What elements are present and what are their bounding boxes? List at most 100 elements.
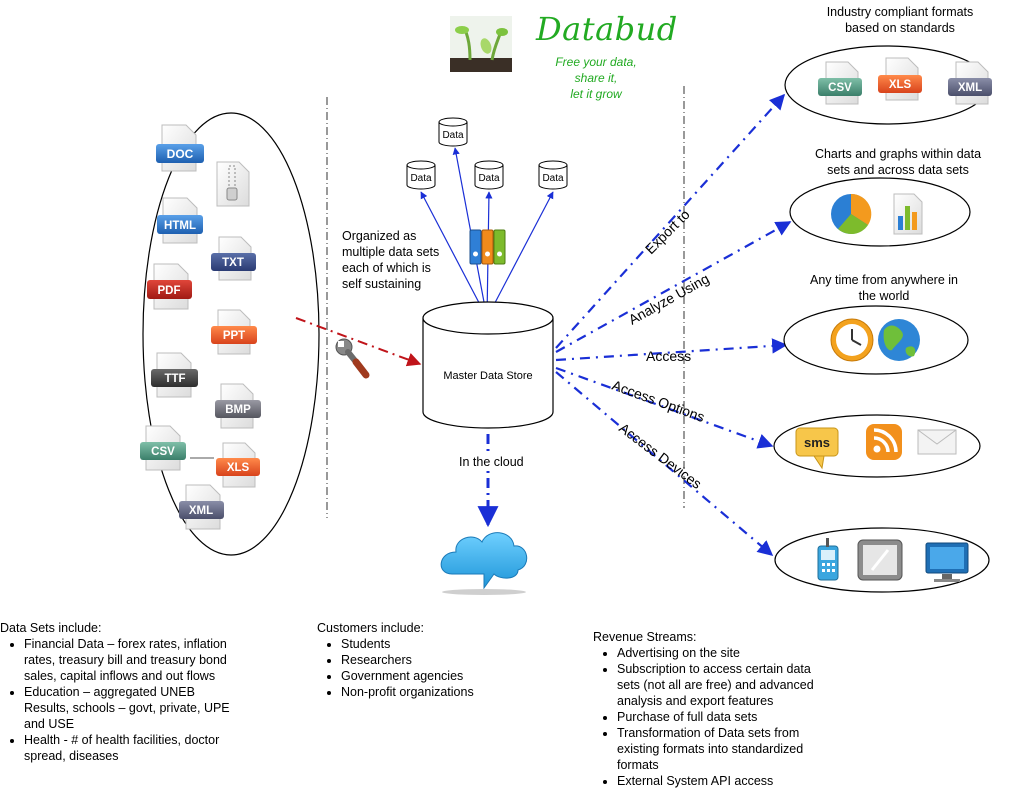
master-data-store: Master Data Store (422, 301, 554, 429)
cloud-label: In the cloud (459, 454, 524, 470)
datasets-item: Financial Data – forex rates, inflation … (24, 636, 230, 684)
sms-label: sms (804, 435, 830, 450)
revenue-list: Revenue Streams: Advertising on the site… (593, 629, 823, 789)
output-xml-icon: XML (948, 61, 992, 105)
access-caption-line-1: Any time from anywhere in (810, 273, 958, 287)
charts-caption-line-1: Charts and graphs within data (814, 147, 982, 161)
data-store-2: Data (474, 160, 504, 190)
customers-item: Non-profit organizations (341, 684, 557, 700)
format-label-xml: XML (189, 505, 213, 517)
source-format-icons: DOC HTML TXT PDF PPT (140, 124, 261, 530)
brand-tagline: Free your data, share it, let it grow (540, 54, 652, 102)
data-store-label: Data (478, 173, 500, 184)
ttf-file-icon: TTF (151, 352, 198, 398)
access-caption: Any time from anywhere in the world (768, 272, 1000, 304)
format-label-pdf: PDF (158, 285, 181, 297)
format-label-txt: TXT (222, 257, 244, 269)
export-arrow (555, 93, 786, 349)
data-store-label: Data (542, 173, 564, 184)
analyze-arrow (555, 221, 792, 353)
dataset-arrows (420, 147, 554, 319)
tagline-line-1: Free your data, (555, 55, 637, 69)
ppt-file-icon: PPT (211, 309, 257, 355)
html-file-icon: HTML (157, 197, 203, 244)
sms-icon: sms (795, 427, 839, 470)
xls-file-icon: XLS (216, 442, 260, 488)
output-csv-icon: CSV (818, 61, 862, 105)
charts-caption-line-2: sets and across data sets (827, 163, 969, 177)
organized-line-3: each of which is (342, 261, 431, 275)
customers-item: Researchers (341, 652, 557, 668)
datasets-title: Data Sets include: (0, 621, 102, 635)
bmp-file-icon: BMP (215, 383, 261, 429)
formats-caption-line-1: Industry compliant formats (826, 5, 974, 19)
output-format-csv: CSV (828, 82, 852, 94)
formats-caption: Industry compliant formats based on stan… (780, 4, 1018, 36)
output-xls-icon: XLS (878, 57, 922, 101)
format-label-xls: XLS (227, 462, 250, 474)
bar-chart-icon (893, 193, 923, 235)
rss-icon (866, 424, 902, 460)
desktop-monitor-icon (925, 542, 969, 582)
customers-title: Customers include: (317, 621, 424, 635)
sprout-logo-icon (450, 16, 512, 72)
tagline-line-3: let it grow (570, 87, 622, 101)
revenue-item: Purchase of full data sets (617, 709, 823, 725)
pie-chart-icon (831, 193, 872, 235)
format-label-csv: CSV (151, 446, 175, 458)
revenue-item: Subscription to access certain data sets… (617, 661, 823, 709)
master-data-store-label: Master Data Store (443, 370, 532, 382)
datasets-item: Health - # of health facilities, doctor … (24, 732, 230, 764)
xml-file-icon: XML (179, 484, 224, 530)
globe-icon (878, 319, 920, 361)
customers-item: Students (341, 636, 557, 652)
doc-file-icon: DOC (156, 124, 204, 172)
clock-icon (830, 318, 874, 362)
mobile-phone-icon (817, 538, 839, 581)
txt-file-icon: TXT (211, 236, 256, 281)
analyze-label: Analyze Using (626, 270, 712, 327)
format-label-bmp: BMP (225, 404, 251, 416)
data-store-3: Data (538, 160, 568, 190)
organized-line-1: Organized as (342, 229, 417, 243)
datasets-list: Data Sets include: Financial Data – fore… (0, 620, 230, 764)
binders-icon (469, 229, 506, 265)
formats-caption-line-2: based on standards (845, 21, 955, 35)
revenue-item: Transformation of Data sets from existin… (617, 725, 823, 773)
organized-line-2: multiple data sets (342, 245, 440, 259)
customers-item: Government agencies (341, 668, 557, 684)
format-label-html: HTML (164, 220, 196, 232)
charts-caption: Charts and graphs within data sets and a… (780, 146, 1016, 178)
csv-file-icon: CSV (140, 425, 186, 471)
output-format-xls: XLS (889, 79, 912, 91)
format-label-ppt: PPT (223, 330, 245, 342)
revenue-item: Advertising on the site (617, 645, 823, 661)
export-label: Export to (642, 206, 693, 257)
transform-arrow (295, 317, 422, 367)
datasets-item: Education – aggregated UNEB Results, sch… (24, 684, 230, 732)
zip-file-icon (216, 161, 250, 207)
data-store-label: Data (410, 173, 432, 184)
brand-name: Databud (536, 10, 678, 48)
organized-line-4: self sustaining (342, 277, 422, 291)
revenue-item: External System API access (617, 773, 823, 789)
cloud-icon (440, 532, 528, 595)
access-caption-line-2: the world (858, 289, 910, 303)
data-store-top: Data (438, 117, 468, 147)
tablet-icon (857, 539, 903, 581)
pdf-file-icon: PDF (147, 263, 192, 310)
organized-description: Organized as multiple data sets each of … (342, 228, 439, 292)
output-format-xml: XML (958, 82, 982, 94)
access-options-label: Access Options (610, 377, 707, 425)
access-label: Access (646, 348, 691, 364)
charts-ellipse (789, 177, 971, 247)
data-store-label: Data (442, 130, 464, 141)
mail-icon (917, 429, 957, 455)
output-arrows (555, 93, 792, 556)
small-data-stores: Data Data Data Data (406, 117, 568, 190)
revenue-title: Revenue Streams: (593, 630, 697, 644)
format-label-doc: DOC (167, 147, 194, 161)
access-ellipse (783, 305, 969, 375)
data-store-1: Data (406, 160, 436, 190)
